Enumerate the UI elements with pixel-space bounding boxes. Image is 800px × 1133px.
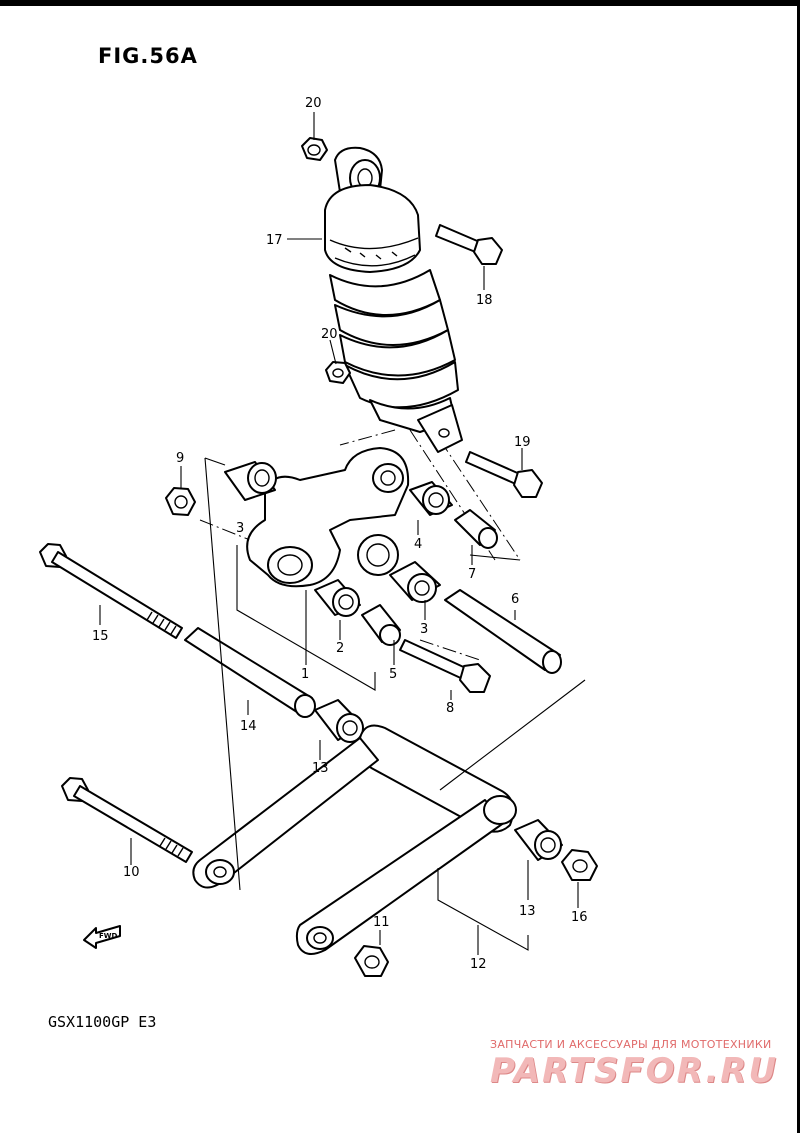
- collar-5: [361, 604, 401, 646]
- scan-edge-top: [0, 0, 800, 6]
- watermark-tagline: ЗАПЧАСТИ И АКСЕССУАРЫ ДЛЯ МОТОТЕХНИКИ: [490, 1038, 772, 1051]
- label-part-12: 12: [470, 957, 487, 972]
- bolt-19: [465, 451, 543, 498]
- model-code: GSX1100GP E3: [48, 1013, 157, 1031]
- bearing-4: [409, 481, 453, 516]
- nut-11: [354, 945, 389, 977]
- label-part-10: 10: [123, 865, 140, 880]
- label-part-6: 6: [511, 592, 519, 607]
- scan-edge-right: [797, 0, 800, 1133]
- bearing-13-left: [314, 699, 364, 743]
- fwd-arrow-icon: FWD: [83, 925, 121, 949]
- label-part-14: 14: [240, 719, 257, 734]
- spacer-14: [184, 627, 316, 718]
- nut-9: [165, 487, 196, 516]
- label-part-5: 5: [389, 667, 397, 682]
- nut-20-top: [301, 137, 328, 161]
- bolt-10: [61, 777, 193, 863]
- label-part-13-right: 13: [519, 904, 536, 919]
- label-part-19: 19: [514, 435, 531, 450]
- label-part-20-mid: 20: [321, 327, 338, 342]
- bearing-3-left: [224, 461, 277, 501]
- bearing-13-right: [514, 819, 563, 861]
- fwd-label: FWD: [99, 932, 118, 940]
- label-part-13-left: 13: [312, 761, 329, 776]
- label-part-4: 4: [414, 537, 422, 552]
- bearing-3-right: [389, 561, 441, 603]
- shock-absorber: [324, 146, 463, 453]
- spacer-6: [444, 589, 562, 674]
- label-part-7: 7: [468, 567, 476, 582]
- part-labels: 20 17 18 20 19 9 3 4 7 6 3 15 2 1 5 8 14…: [92, 96, 588, 972]
- label-part-3-right: 3: [420, 622, 428, 637]
- nut-20-mid: [325, 361, 351, 384]
- label-part-15: 15: [92, 629, 109, 644]
- collar-7: [454, 509, 498, 549]
- bearing-2: [314, 579, 361, 617]
- label-part-18: 18: [476, 293, 493, 308]
- bolt-8: [399, 639, 491, 693]
- label-part-20-top: 20: [305, 96, 322, 111]
- label-part-2: 2: [336, 641, 344, 656]
- label-part-17: 17: [266, 233, 283, 248]
- bolt-18: [435, 224, 503, 265]
- label-part-11: 11: [373, 915, 390, 930]
- label-part-16: 16: [571, 910, 588, 925]
- label-part-9: 9: [176, 451, 184, 466]
- figure-title: FIG.56A: [98, 44, 198, 68]
- nut-16: [561, 849, 598, 881]
- bolt-15: [39, 543, 183, 639]
- label-part-8: 8: [446, 701, 454, 716]
- connecting-rod: [192, 724, 517, 955]
- bracket-lines: [204, 457, 586, 951]
- label-part-3-left: 3: [236, 521, 244, 536]
- cushion-lever: [246, 447, 410, 588]
- leader-lines: [99, 112, 579, 955]
- watermark-logo: PARTSFOR.RU: [490, 1051, 779, 1091]
- label-part-1: 1: [301, 667, 309, 682]
